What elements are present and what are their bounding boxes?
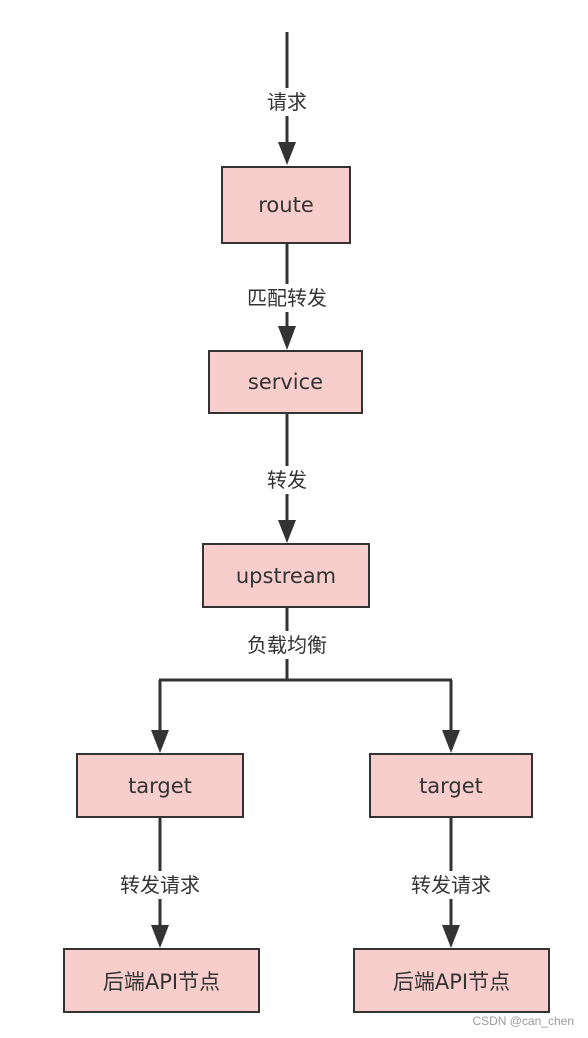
edge-label-match-forward: 匹配转发 <box>243 284 331 312</box>
arrow-into-backend-right <box>442 925 460 948</box>
edge-label-forward: 转发 <box>263 466 311 494</box>
edge-label-request: 请求 <box>263 88 311 116</box>
node-backend-left: 后端API节点 <box>63 948 260 1013</box>
node-service: service <box>208 350 363 414</box>
arrow-into-route <box>278 142 296 165</box>
edge-label-forward-request-left: 转发请求 <box>116 871 204 899</box>
arrow-into-target-right <box>442 730 460 753</box>
edge-label-load-balance: 负载均衡 <box>243 631 331 659</box>
edge-label-forward-request-right: 转发请求 <box>407 871 495 899</box>
node-target-right: target <box>369 753 533 818</box>
node-backend-right: 后端API节点 <box>353 948 550 1013</box>
node-target-left: target <box>76 753 244 818</box>
node-upstream: upstream <box>202 543 370 608</box>
arrow-into-backend-left <box>151 925 169 948</box>
arrow-into-service <box>278 326 296 350</box>
node-route: route <box>221 166 351 244</box>
watermark: CSDN @can_chen <box>472 1014 574 1028</box>
arrow-into-target-left <box>151 730 169 753</box>
arrow-into-upstream <box>278 520 296 543</box>
